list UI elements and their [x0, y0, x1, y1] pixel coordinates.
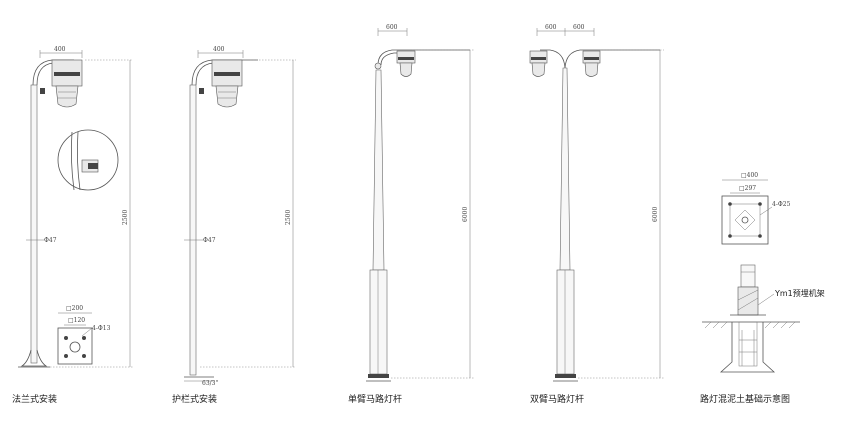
lamp-fixture-icon: [396, 50, 416, 77]
lamp-fixture-left-icon: [529, 50, 548, 77]
anchor-label: Ym1预埋机架: [774, 288, 825, 298]
single-arm-pole-diagram: 600 6000 单臂马路灯杆: [348, 24, 474, 405]
bolt-holes-label: 4-Φ13: [92, 325, 111, 332]
caption-foundation: 路灯混泥土基础示意图: [700, 393, 790, 405]
foundation-diagram: □400 □297 4-Φ25: [700, 172, 825, 405]
plate-inner-label: □120: [68, 317, 85, 324]
arm-width-label: 600: [386, 24, 398, 31]
plate-outer-label: □200: [66, 305, 83, 312]
base-pipe-label: 63/3": [202, 380, 218, 387]
detail-circle: [57, 129, 119, 191]
flange-mount-diagram: 400 Φ47 2500 □200: [12, 46, 133, 405]
caption-single-arm: 单臂马路灯杆: [348, 393, 402, 405]
pole-diameter-label: Φ47: [44, 237, 57, 244]
pole-shaft: [559, 67, 571, 271]
bolt-holes-label: 4-Φ25: [772, 201, 791, 208]
height-label: 6000: [652, 207, 659, 222]
caption-double-arm: 双臂马路灯杆: [530, 393, 584, 405]
caption-guardrail: 护栏式安装: [172, 393, 217, 405]
plate-inner-label: □297: [739, 185, 756, 192]
arm-width-right-label: 600: [573, 24, 585, 31]
pole-shaft: [189, 84, 197, 376]
arm-width-label: 400: [213, 46, 225, 53]
lamp-fixture-icon: [199, 59, 243, 108]
pole-shaft: [30, 84, 38, 364]
flange-plate-detail: □200 □120 4-Φ13: [57, 305, 111, 365]
foundation-side-view: Ym1预埋机架: [702, 264, 825, 373]
pole-diameter-label: Φ47: [203, 237, 216, 244]
lamp-fixture-icon: [40, 59, 83, 108]
height-label: 2500: [285, 210, 292, 225]
lamp-fixture-right-icon: [582, 50, 601, 77]
pole-shaft: [372, 69, 385, 271]
arm-width-label: 400: [54, 46, 66, 53]
guardrail-mount-diagram: 400 Φ47 2500 63/3" 护栏式安装: [172, 46, 296, 405]
base-plate-top-view: 4-Φ25: [721, 195, 791, 245]
height-label: 6000: [462, 207, 469, 222]
plate-outer-label: □400: [741, 172, 758, 179]
height-label: 2500: [122, 210, 129, 225]
caption-flange: 法兰式安装: [12, 393, 57, 405]
arm-width-left-label: 600: [545, 24, 557, 31]
double-arm-pole-diagram: 600 600 6000 双臂马路灯杆: [529, 24, 664, 405]
